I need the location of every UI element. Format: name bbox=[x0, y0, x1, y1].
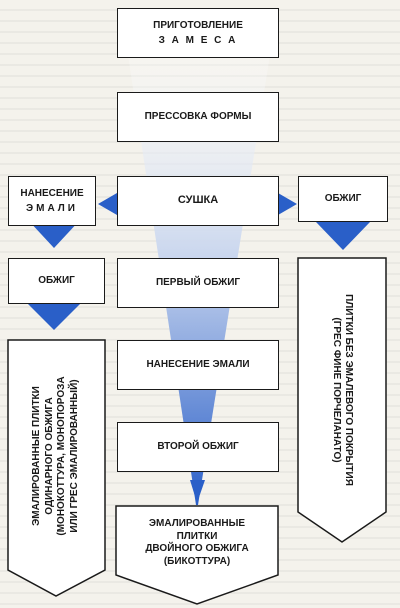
left-branch-arrow bbox=[98, 193, 117, 215]
right-result-line1: ПЛИТКИ БЕЗ ЭМАЛЕВОГО ПОКРЫТИЯ bbox=[343, 294, 355, 486]
center-result-shape bbox=[115, 505, 279, 605]
step-second-firing: ВТОРОЙ ОБЖИГ bbox=[117, 422, 279, 472]
left-glazing: НАНЕСЕНИЕ ЭМАЛИ bbox=[8, 176, 96, 226]
left-firing: ОБЖИГ bbox=[8, 258, 105, 304]
left-firing-label: ОБЖИГ bbox=[38, 275, 75, 286]
center-result-line2: ПЛИТКИ bbox=[176, 530, 218, 542]
step-prepare-mix-line2: З А М Е С А bbox=[158, 34, 238, 46]
left-result-text: ЭМАЛИРОВАННЫЕ ПЛИТКИ ОДИНАРНОГО ОБЖИГА (… bbox=[12, 341, 100, 571]
left-down-arrow-2 bbox=[28, 304, 80, 330]
right-down-arrow bbox=[316, 222, 370, 250]
left-glazing-line2: ЭМАЛИ bbox=[26, 202, 78, 214]
left-result-line2: ОДИНАРНОГО ОБЖИГА bbox=[43, 397, 55, 515]
right-result-line2: (ГРЕС ФИНЕ ПОРЧЕЛАНАТО) bbox=[331, 317, 342, 463]
step-glazing-label: НАНЕСЕНИЕ ЭМАЛИ bbox=[146, 359, 250, 370]
right-result-text: ПЛИТКИ БЕЗ ЭМАЛЕВОГО ПОКРЫТИЯ (ГРЕС ФИНЕ… bbox=[312, 270, 372, 510]
left-result-line1: ЭМАЛИРОВАННЫЕ ПЛИТКИ bbox=[31, 386, 42, 526]
step-first-firing: ПЕРВЫЙ ОБЖИГ bbox=[117, 258, 279, 308]
right-result-shape bbox=[297, 257, 387, 543]
step-press-form-label: ПРЕССОВКА ФОРМЫ bbox=[144, 111, 252, 122]
center-result-text: ЭМАЛИРОВАННЫЕ ПЛИТКИ ДВОЙНОГО ОБЖИГА (БИ… bbox=[116, 511, 278, 575]
right-firing-label: ОБЖИГ bbox=[324, 193, 362, 204]
central-funnel-tip-arrow bbox=[190, 480, 205, 503]
center-result-line1: ЭМАЛИРОВАННЫЕ bbox=[148, 518, 246, 529]
step-press-form: ПРЕССОВКА ФОРМЫ bbox=[117, 92, 279, 142]
step-first-firing-label: ПЕРВЫЙ ОБЖИГ bbox=[155, 277, 241, 288]
step-drying-label: СУШКА bbox=[177, 194, 219, 207]
center-result-line4: (БИКОТТУРА) bbox=[163, 555, 231, 567]
right-firing: ОБЖИГ bbox=[298, 176, 388, 222]
step-second-firing-label: ВТОРОЙ ОБЖИГ bbox=[157, 441, 239, 452]
step-drying: СУШКА bbox=[117, 176, 279, 226]
left-result-shape bbox=[7, 339, 106, 597]
right-branch-arrow bbox=[278, 193, 297, 215]
left-down-arrow-1 bbox=[28, 220, 80, 248]
left-glazing-line1: НАНЕСЕНИЕ bbox=[20, 187, 84, 199]
step-prepare-mix: ПРИГОТОВЛЕНИЕ З А М Е С А bbox=[117, 8, 279, 58]
left-result-line3: (МОНОКОТТУРА, МОНОПОРОЗА bbox=[56, 376, 67, 536]
left-result-line4: ИЛИ ГРЕС ЭМАЛИРОВАННЫЙ) bbox=[68, 379, 80, 533]
center-result-line3: ДВОЙНОГО ОБЖИГА bbox=[145, 543, 249, 554]
step-glazing: НАНЕСЕНИЕ ЭМАЛИ bbox=[117, 340, 279, 390]
step-prepare-mix-line1: ПРИГОТОВЛЕНИЕ bbox=[153, 19, 243, 31]
